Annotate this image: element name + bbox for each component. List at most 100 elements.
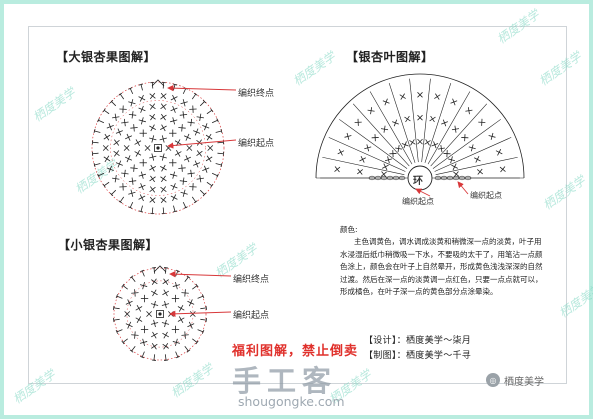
stitch-x	[401, 141, 409, 149]
stitch-stroke	[160, 125, 167, 130]
stitch-stroke	[152, 289, 157, 297]
stitch-t	[138, 205, 144, 213]
stitch-stroke	[136, 304, 142, 312]
stitch-stroke	[186, 349, 191, 353]
stitch-stroke	[150, 322, 159, 325]
stitch-stroke	[451, 164, 458, 169]
stitch-x	[207, 145, 214, 151]
stitch-x	[113, 139, 120, 146]
leaf-spoke	[424, 82, 452, 163]
stitch-stroke	[131, 334, 139, 336]
stitch-stroke	[370, 107, 373, 115]
brand-watermark: 手工客	[232, 364, 338, 398]
stitch-stroke	[149, 186, 156, 192]
stitch-stroke	[211, 172, 218, 177]
stitch-stroke	[149, 155, 157, 159]
stitch-stroke	[160, 93, 167, 99]
description-heading: 颜色:	[340, 225, 358, 234]
stitch-stroke	[202, 125, 210, 129]
stitch-stroke	[161, 153, 165, 161]
stitch-stroke	[405, 115, 410, 123]
stitch-stroke	[153, 354, 156, 361]
stitch-stroke	[106, 167, 114, 171]
stitch-stroke	[149, 103, 156, 110]
stitch-stroke	[205, 318, 207, 323]
stitch-stroke	[140, 205, 143, 212]
stitch-x	[112, 175, 120, 183]
stitch-stroke	[112, 177, 120, 180]
stitch-t	[121, 283, 128, 290]
stitch-x	[196, 175, 204, 183]
stitch-stroke	[140, 117, 144, 125]
stitch-x	[468, 144, 476, 152]
stitch-stroke	[122, 338, 128, 343]
stitch-x	[138, 117, 146, 125]
stitch-stroke	[206, 155, 212, 163]
stitch-stroke	[139, 341, 148, 344]
stitch-stroke	[115, 162, 123, 166]
outline-circle	[113, 267, 207, 361]
leaf-spoke	[388, 82, 416, 163]
stitch-x	[443, 150, 451, 158]
stitch-stroke	[175, 269, 180, 272]
diagram-sheet	[28, 26, 567, 384]
stitch-x	[359, 156, 366, 163]
stitch-stroke	[102, 145, 109, 151]
stitch-t	[217, 151, 225, 156]
stitch-stroke	[173, 205, 176, 212]
stitch-stroke	[140, 84, 143, 91]
stitch-stroke	[182, 189, 186, 197]
stitch-stroke	[121, 283, 125, 288]
stitch-x	[178, 164, 186, 172]
title-leaf: 【银杏叶图解】	[346, 50, 434, 64]
stitch-x	[417, 92, 423, 98]
stitch-t	[199, 189, 207, 197]
stitch-stroke	[488, 135, 496, 138]
stitch-stroke	[113, 318, 120, 321]
stitch-x	[205, 133, 213, 141]
stitch-stroke	[123, 145, 130, 151]
stitch-t	[102, 181, 110, 188]
stitch-t	[206, 108, 214, 115]
stitch-stroke	[170, 119, 178, 123]
stitch-t	[115, 329, 123, 334]
stitch-stroke	[383, 125, 386, 133]
stitch-stroke	[172, 210, 178, 213]
stitch-stroke	[187, 300, 195, 305]
brand-url: shougongke.com	[238, 394, 345, 409]
stitch-stroke	[160, 186, 167, 193]
stitch-t	[138, 83, 144, 91]
stitch-stroke	[116, 295, 123, 299]
leaf-spoke	[427, 91, 471, 165]
stitch-stroke	[499, 166, 506, 172]
stitch-x	[149, 196, 156, 204]
big-ginkgo-chart	[91, 79, 225, 215]
annotation-arrow	[169, 310, 232, 317]
stitch-stroke	[172, 171, 176, 179]
stitch-stroke	[171, 298, 180, 299]
stitch-stroke	[164, 319, 167, 328]
stitch-stroke	[184, 346, 189, 352]
center-dot	[158, 312, 162, 316]
stitch-t	[199, 99, 207, 107]
stitch-stroke	[162, 207, 165, 214]
stitch-x	[123, 145, 130, 151]
chain-stitch	[368, 175, 376, 181]
wechat-icon: ◎	[486, 373, 500, 387]
center-ring	[156, 310, 164, 318]
stitch-x	[189, 183, 197, 191]
stitch-x	[392, 119, 399, 127]
stitch-stroke	[189, 108, 197, 110]
stitch-x	[382, 98, 390, 106]
stitch-x	[171, 325, 180, 334]
stitch-stroke	[138, 210, 144, 213]
stitch-stroke	[199, 101, 205, 107]
stitch-stroke	[140, 329, 149, 330]
stitch-stroke	[122, 285, 128, 290]
stitch-stroke	[178, 316, 184, 324]
stitch-x	[161, 319, 170, 328]
stitch-x	[128, 99, 136, 107]
stitch-stroke	[153, 300, 156, 309]
stitch-stroke	[478, 121, 486, 123]
stitch-t	[172, 205, 178, 213]
